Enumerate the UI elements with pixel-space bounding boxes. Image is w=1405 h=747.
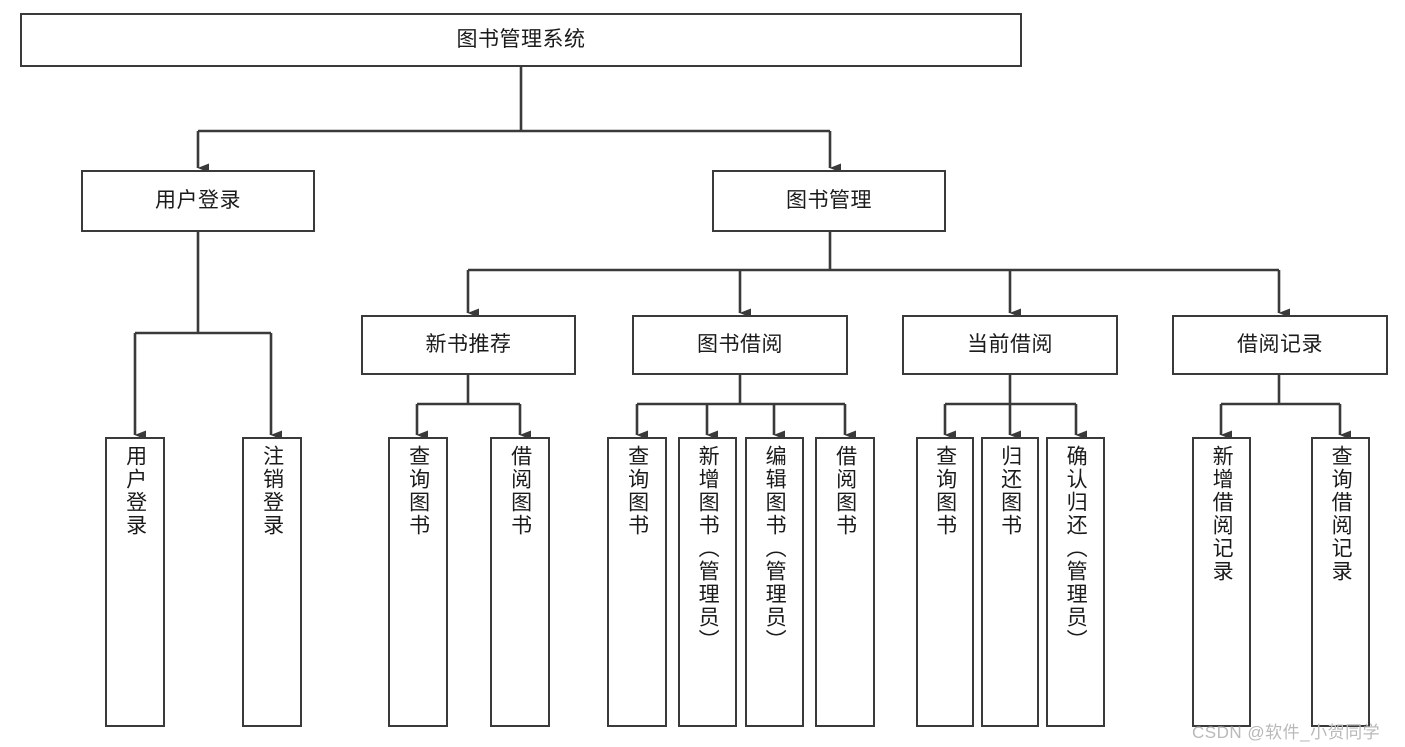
- leaf-logout[interactable]: 注销登录: [242, 437, 302, 727]
- node-label: 归还图书: [998, 445, 1022, 537]
- node-label: 新书推荐: [425, 332, 512, 356]
- node-label: 查询借阅记录: [1329, 445, 1353, 583]
- leaf-add-borrow-record[interactable]: 新增借阅记录: [1192, 437, 1251, 727]
- node-label: 图书管理: [786, 188, 872, 212]
- leaf-add-book-admin[interactable]: 新增图书（管理员）: [678, 437, 737, 727]
- csdn-watermark: CSDN @软件_小贺同学: [1192, 723, 1381, 742]
- node-label: 借阅记录: [1237, 332, 1323, 356]
- node-book-borrow[interactable]: 图书借阅: [632, 315, 848, 375]
- node-label: 查询图书: [933, 445, 957, 537]
- node-label: 借阅图书: [508, 445, 532, 537]
- leaf-confirm-return-admin[interactable]: 确认归还（管理员）: [1046, 437, 1105, 727]
- node-label: 新增图书（管理员）: [696, 445, 720, 652]
- node-label: 图书管理系统: [456, 27, 586, 51]
- node-borrow-record[interactable]: 借阅记录: [1172, 315, 1388, 375]
- node-book-management-system[interactable]: 图书管理系统: [20, 13, 1022, 67]
- node-new-book-recommend[interactable]: 新书推荐: [361, 315, 576, 375]
- leaf-borrow-book[interactable]: 借阅图书: [815, 437, 875, 727]
- node-label: 新增借阅记录: [1210, 445, 1234, 583]
- node-label: 确认归还（管理员）: [1064, 445, 1088, 652]
- node-label: 查询图书: [625, 445, 649, 537]
- node-label: 用户登录: [155, 188, 241, 212]
- leaf-query-book-recommend[interactable]: 查询图书: [388, 437, 448, 727]
- leaf-query-book-current[interactable]: 查询图书: [916, 437, 974, 727]
- node-label: 图书借阅: [697, 332, 783, 356]
- node-current-borrow[interactable]: 当前借阅: [902, 315, 1118, 375]
- node-user-login[interactable]: 用户登录: [81, 170, 315, 232]
- leaf-borrow-book-recommend[interactable]: 借阅图书: [490, 437, 550, 727]
- leaf-return-book[interactable]: 归还图书: [981, 437, 1039, 727]
- node-label: 注销登录: [260, 445, 284, 537]
- leaf-query-book-borrow[interactable]: 查询图书: [607, 437, 667, 727]
- node-label: 当前借阅: [967, 332, 1053, 356]
- node-label: 借阅图书: [833, 445, 857, 537]
- leaf-edit-book-admin[interactable]: 编辑图书（管理员）: [745, 437, 804, 727]
- node-label: 查询图书: [406, 445, 430, 537]
- leaf-user-login[interactable]: 用户登录: [105, 437, 165, 727]
- node-label: 编辑图书（管理员）: [763, 445, 787, 652]
- node-book-management[interactable]: 图书管理: [712, 170, 946, 232]
- leaf-query-borrow-record[interactable]: 查询借阅记录: [1311, 437, 1370, 727]
- node-label: 用户登录: [123, 445, 147, 537]
